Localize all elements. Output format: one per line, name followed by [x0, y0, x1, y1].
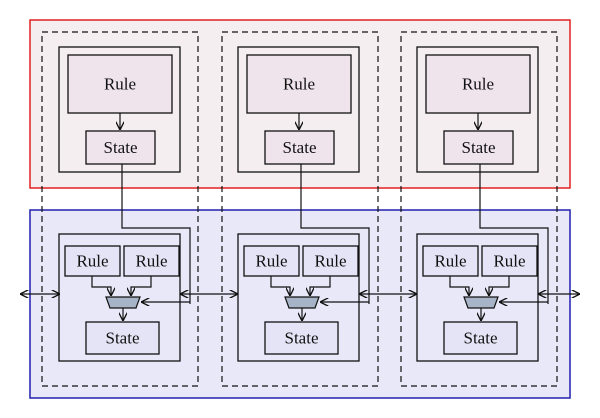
bottom-state-label: State [106, 329, 140, 348]
cell-1: Rule State Rule Rule State [58, 46, 191, 362]
cell-outline-2 [221, 31, 379, 387]
left-rule-to-mux [449, 276, 469, 296]
top-module [237, 46, 360, 173]
rule-label-left: Rule [434, 252, 466, 271]
cell-outline-1 [41, 31, 199, 387]
rule-label-right: Rule [493, 252, 525, 271]
cell-3: Rule State Rule Rule State [416, 46, 549, 362]
right-rule-to-mux [131, 276, 152, 296]
selector-mux [284, 296, 320, 309]
rule-label-left: Rule [255, 252, 287, 271]
top-rule-box [425, 54, 531, 114]
top-state-box [443, 130, 514, 165]
state-feedback-line [479, 164, 549, 304]
bottom-state-box [443, 321, 518, 355]
rule-label-left: Rule [76, 252, 108, 271]
top-state-box [264, 130, 335, 165]
cell-2: Rule State Rule Rule State [237, 46, 370, 362]
bottom-state-box [264, 321, 339, 355]
top-module [58, 46, 181, 173]
top-rule-box [246, 54, 352, 114]
top-state-box [85, 130, 156, 165]
top-rule-label: Rule [104, 75, 136, 94]
top-module [416, 46, 539, 173]
rule-box-left [243, 245, 300, 277]
top-state-label: State [462, 138, 496, 157]
state-feedback-line [121, 164, 191, 304]
top-rule-label: Rule [283, 75, 315, 94]
left-rule-to-mux [91, 276, 111, 296]
selector-mux [105, 296, 141, 309]
rule-label-right: Rule [135, 252, 167, 271]
cell-outline-3 [400, 31, 558, 387]
rule-label-right: Rule [314, 252, 346, 271]
bottom-state-label: State [464, 329, 498, 348]
top-rule-box [67, 54, 173, 114]
right-rule-to-mux [489, 276, 510, 296]
top-state-label: State [283, 138, 317, 157]
bottom-state-box [85, 321, 160, 355]
left-rule-to-mux [270, 276, 290, 296]
selector-mux [463, 296, 499, 309]
top-state-label: State [104, 138, 138, 157]
state-feedback-line [300, 164, 370, 304]
rule-box-left [422, 245, 479, 277]
top-rule-label: Rule [462, 75, 494, 94]
rule-box-right [302, 245, 359, 277]
right-rule-to-mux [310, 276, 331, 296]
bottom-state-label: State [285, 329, 319, 348]
